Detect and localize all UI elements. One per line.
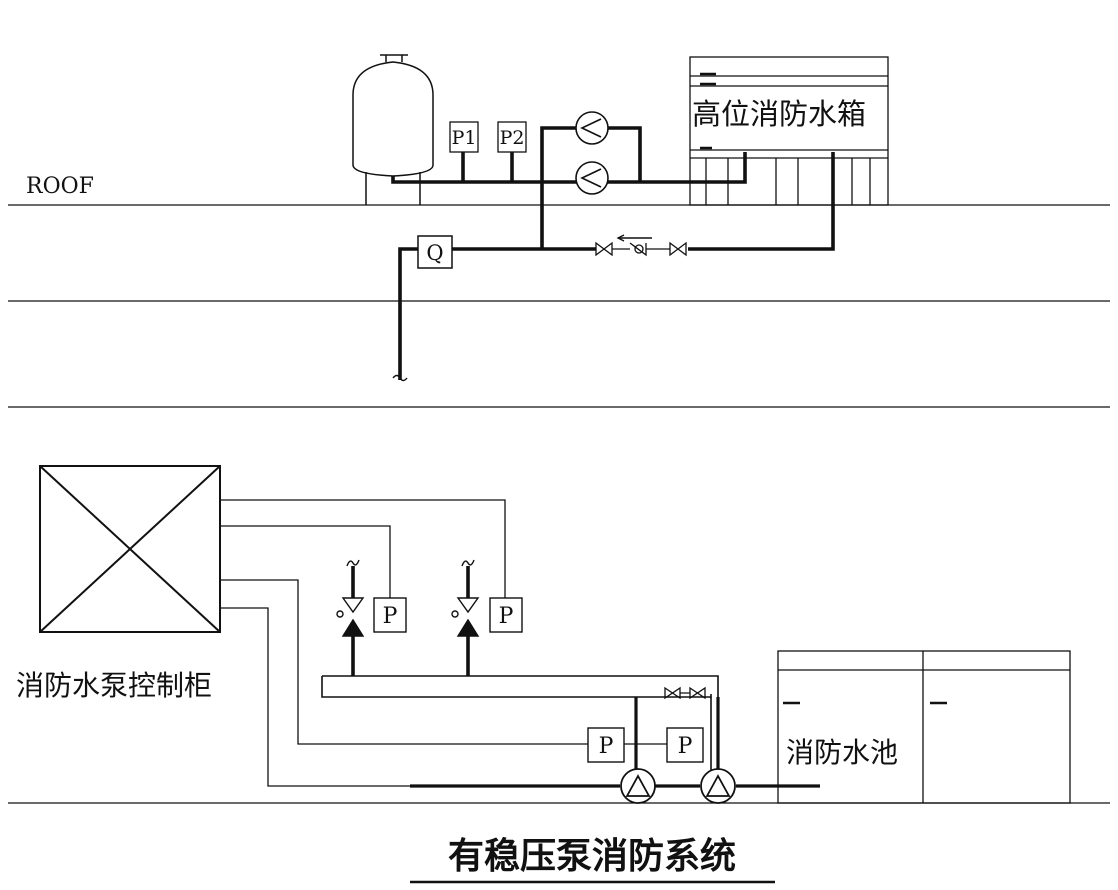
fire-water-pool [777,650,1071,804]
p2-label: P2 [500,127,525,149]
flow-switch-q [417,235,453,269]
fire-pump-1 [620,768,656,804]
alarm-valve-right [451,597,480,637]
pump-upper-return [608,126,642,182]
flow-switch-label: Q [426,241,443,265]
roof-pump-upper [575,111,609,145]
break-symbol-left [346,559,360,567]
roof-tank-label: 高位消防水箱 [692,97,866,131]
pump-pressure-label-1: P [599,734,614,759]
pressure-switch-p1 [449,121,479,153]
pump-header-pipe [321,675,719,794]
signal-wire-1 [220,499,506,598]
pump-pipes [410,697,820,788]
tank-outlet-pipe [688,152,835,251]
alarm-valve-left [336,597,365,637]
roof-piping [391,126,835,380]
control-cabinet-label: 消防水泵控制柜 [16,669,212,702]
valve-group [595,234,687,257]
gate-valve-right [669,241,687,257]
control-cabinet [39,465,221,633]
signal-wire-3 [220,579,588,745]
header-gate-valve [664,686,681,700]
pump-pressure-switch-1 [587,727,625,763]
pressure-switch-left [373,597,407,633]
roof-pump-lower [575,161,609,195]
tank-supply-pipe [391,152,747,184]
diagram-title: 有稳压泵消防系统 [448,836,736,877]
pump-bypass-pipe [540,126,576,249]
floor-lines [8,204,1110,804]
roof-water-tank [689,56,889,206]
pump-pressure-label-2: P [678,734,693,759]
fire-pump-2 [700,768,736,804]
pressure-label-right: P [499,604,514,629]
pump-pressure-switch-2 [666,727,704,763]
pressure-switch-p2 [497,121,527,153]
break-symbol-right [461,559,475,567]
riser-break-symbol [392,374,408,382]
gate-valve-left [595,241,613,257]
floor-label: ROOF [26,174,94,199]
fire-pump-branches [351,566,470,676]
pressure-label-left: P [383,604,398,629]
p1-label: P1 [452,127,477,149]
riser-pipe [398,247,418,380]
signal-wire-2 [220,525,391,598]
pressure-switch-right [489,597,523,633]
fire-pool-label: 消防水池 [786,736,898,769]
pressure-tank [352,54,434,205]
